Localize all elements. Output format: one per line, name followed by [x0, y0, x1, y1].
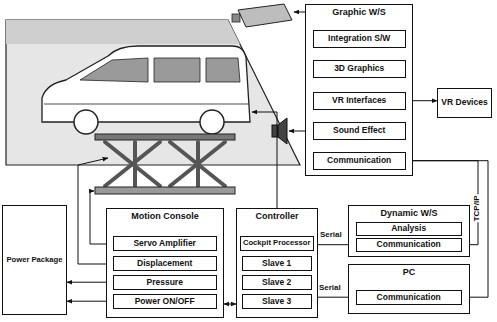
group-box: Graphic W/S Integration S/W 3D Graphics VR …	[305, 4, 413, 176]
box-label: Graphic W/S	[332, 8, 386, 18]
process-box: VR Devices	[437, 88, 492, 118]
process-box: Slave 2	[242, 275, 312, 290]
label-holder: Integration S/W	[328, 34, 390, 43]
link-label: Serial	[319, 231, 343, 240]
process-box: Integration S/W	[313, 30, 406, 48]
group-box: Motion ConsoleServo AmplifierDisplacemen…	[106, 208, 224, 318]
platform-legs	[105, 142, 225, 186]
process-box: Communication	[313, 152, 406, 170]
process-box: Displacement	[113, 256, 217, 271]
process-box: 3D Graphics	[313, 60, 406, 78]
platform-top	[95, 134, 235, 140]
car-body	[42, 46, 250, 122]
process-box: Servo Amplifier	[113, 236, 217, 251]
label-holder: Power Package	[6, 256, 62, 264]
link-label: TCP/IP	[474, 195, 483, 223]
group-box: PC Communication	[348, 264, 470, 314]
label-holder: Communication	[327, 156, 391, 165]
process-box: Power Package	[2, 205, 67, 315]
label-holder: Sound Effect	[333, 126, 385, 135]
label-holder: Slave 3	[262, 297, 291, 306]
label-holder: Power ON/OFF	[135, 297, 195, 306]
label-holder: PC	[349, 265, 469, 278]
label-holder: Motion Console	[107, 209, 223, 222]
box-label: Motion Console	[131, 212, 199, 222]
process-box: Sound Effect	[313, 122, 406, 140]
label-holder: Slave 1	[262, 259, 291, 268]
car-wheel	[74, 110, 98, 134]
box-label: VR Interfaces	[332, 95, 386, 105]
process-box: Analysis	[356, 222, 462, 236]
label-holder: Communication	[377, 240, 441, 249]
car-wheel	[200, 110, 224, 134]
platform-base	[95, 187, 235, 194]
projector-lens	[232, 14, 240, 22]
box-label: Controller	[255, 212, 298, 222]
box-label: VR Devices	[441, 97, 487, 107]
box-label: Communication	[377, 292, 441, 302]
box-label: Communication	[377, 239, 441, 249]
process-box: VR Interfaces	[313, 92, 406, 110]
label-holder: Dynamic W/S	[349, 206, 469, 219]
box-label: Servo Amplifier	[133, 238, 196, 248]
box-label: PC	[403, 268, 416, 278]
label-holder: VR Interfaces	[332, 96, 386, 105]
connector	[224, 304, 236, 305]
label-holder: Displacement	[137, 259, 192, 268]
box-label: Displacement	[137, 258, 192, 268]
box-label: Power ON/OFF	[135, 296, 195, 306]
box-label: Dynamic W/S	[380, 209, 437, 219]
label-holder: Servo Amplifier	[133, 239, 196, 248]
process-box: Communication	[356, 290, 462, 305]
process-box: Slave 3	[242, 294, 312, 309]
label-holder: Pressure	[146, 278, 182, 287]
label-holder: Cockpit Processor	[243, 239, 311, 247]
speaker-cone	[278, 118, 287, 144]
group-box: Dynamic W/S AnalysisCommunication	[348, 205, 470, 257]
box-label: Slave 2	[262, 277, 291, 287]
box-label: Pressure	[146, 277, 182, 287]
process-box: Communication	[356, 238, 462, 252]
box-label: Analysis	[391, 223, 426, 233]
box-label: Cockpit Processor	[243, 238, 311, 247]
label-holder: Communication	[377, 293, 441, 302]
group-box: ControllerCockpit ProcessorSlave 1 Slave …	[236, 208, 318, 318]
car-windows	[80, 58, 240, 82]
box-label: 3D Graphics	[334, 63, 384, 73]
box-label: Slave 1	[262, 258, 291, 268]
screen-shade	[6, 20, 240, 44]
link-label: Serial	[318, 284, 342, 293]
box-label: Communication	[327, 155, 391, 165]
process-box: Power ON/OFF	[113, 294, 217, 309]
label-holder: Controller	[237, 209, 317, 222]
label-holder: Graphic W/S	[306, 5, 412, 18]
car-trim	[44, 104, 249, 105]
process-box: Slave 1	[242, 256, 312, 271]
box-label: Power Package	[6, 255, 62, 264]
projection-screen	[6, 20, 300, 165]
label-holder: VR Devices	[441, 98, 487, 107]
box-label: Sound Effect	[333, 125, 385, 135]
label-holder: Analysis	[391, 224, 426, 233]
box-label: Integration S/W	[328, 33, 390, 43]
label-holder: Slave 2	[262, 278, 291, 287]
label-holder: 3D Graphics	[334, 64, 384, 73]
process-box: Cockpit Processor	[240, 236, 314, 251]
projector	[238, 4, 292, 27]
process-box: Pressure	[113, 275, 217, 290]
box-label: Slave 3	[262, 296, 291, 306]
